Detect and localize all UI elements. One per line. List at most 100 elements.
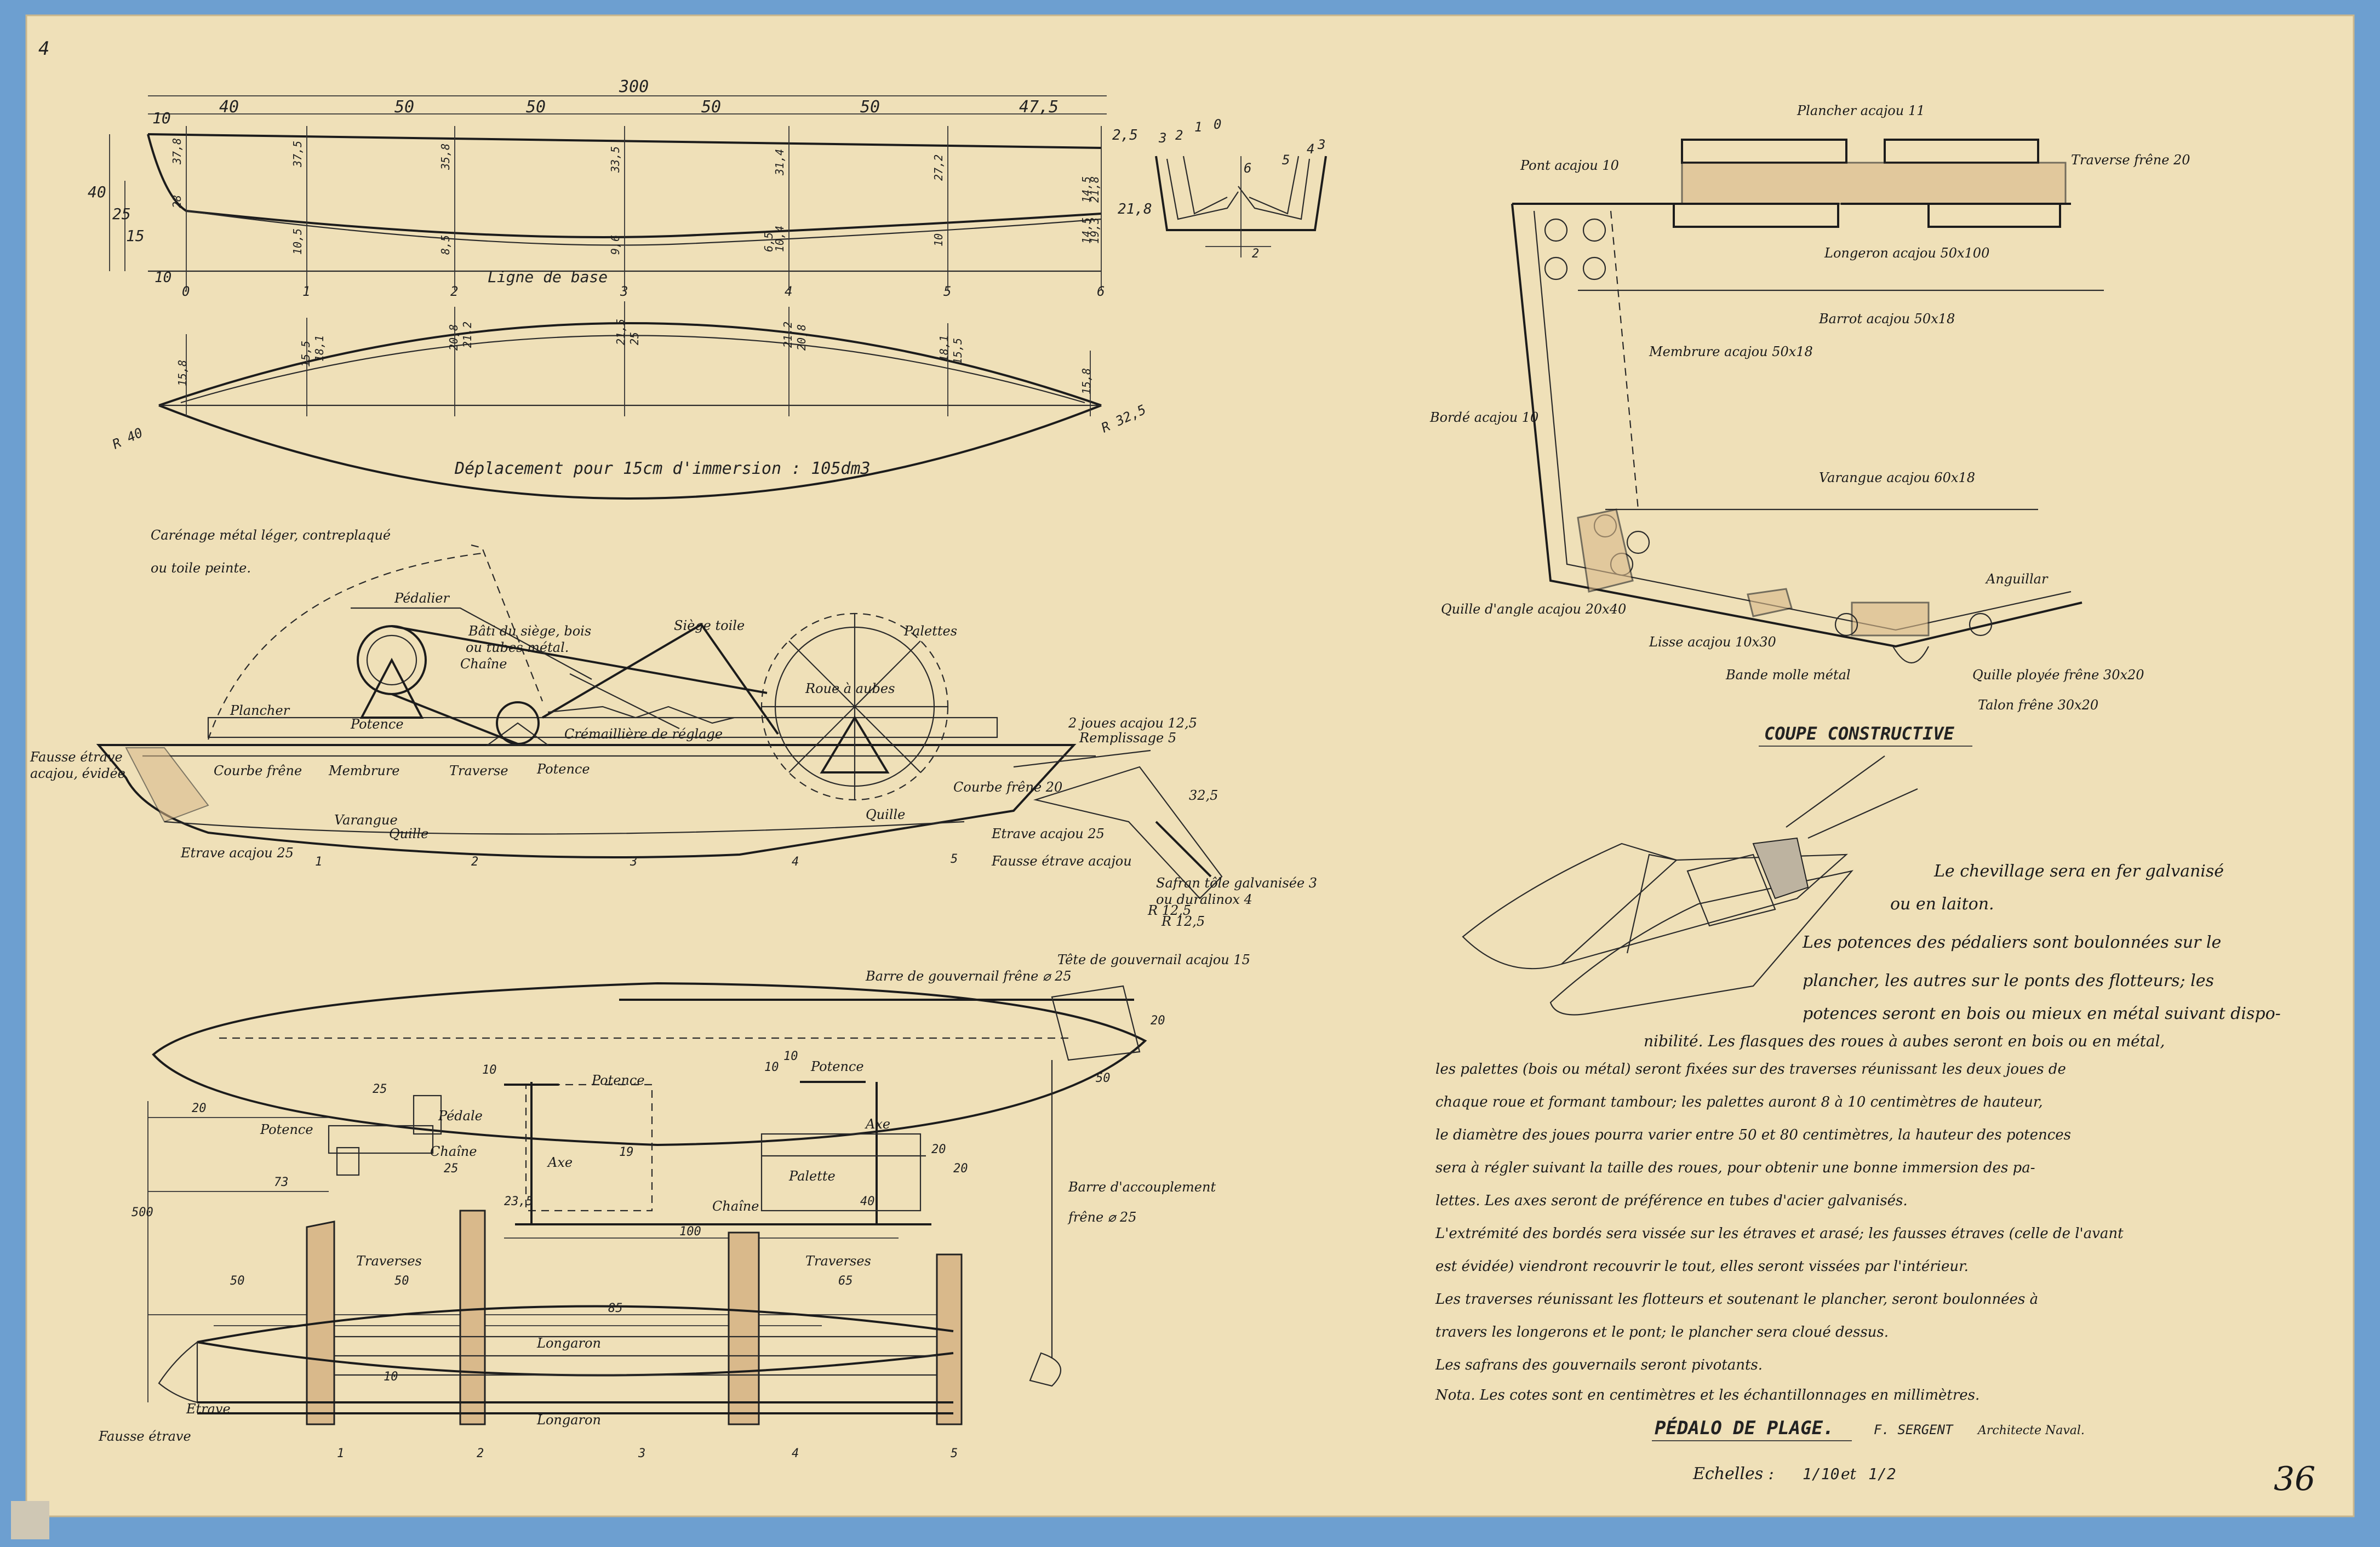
- paper-sheet: [25, 14, 2355, 1517]
- profile-view: 300 10 40 50 50 50 50 47,5 Ligne de base…: [88, 77, 1152, 299]
- station-label: 1: [302, 284, 310, 299]
- ordinate-label: 9,6: [609, 235, 622, 255]
- station-label: 0: [182, 284, 190, 299]
- dim-label: 10: [384, 1370, 398, 1384]
- station-label: 3: [630, 855, 637, 869]
- dim-label: 20: [192, 1102, 207, 1115]
- ordinate-label: 25: [628, 332, 641, 345]
- ordinate-label: 18,1: [937, 335, 951, 362]
- body-plan-label: 4: [1307, 141, 1314, 157]
- note-line: nibilité. Les flasques des roues à aubes…: [1644, 1032, 2165, 1050]
- dim-label: 10: [482, 1063, 497, 1077]
- section-label: Longeron acajou 50x100: [1824, 245, 1989, 261]
- elevation-label: Varangue: [334, 812, 398, 828]
- notes-block: Le chevillage sera en fer galvanisé ou e…: [1435, 862, 2281, 1403]
- deck-plank: [207, 717, 998, 738]
- dim-label: 65: [838, 1274, 853, 1288]
- plan-label: Longaron: [536, 1412, 601, 1428]
- body-plan-label: 5: [1282, 152, 1290, 168]
- dim-label: 40: [219, 98, 239, 117]
- hull-bottom-line: [147, 134, 1102, 238]
- elevation-label: R 12,5: [1161, 914, 1205, 929]
- ordinate-label: 15,5: [299, 341, 312, 367]
- plan-label: frêne ⌀ 25: [1067, 1210, 1136, 1225]
- scale-join: et: [1841, 1465, 1857, 1483]
- plan-label: Potence: [260, 1122, 313, 1137]
- dim-label: 50: [701, 98, 721, 117]
- plan-label: Etrave: [186, 1401, 231, 1417]
- plan-label: Axe: [865, 1116, 890, 1132]
- traverse-post: [459, 1210, 486, 1425]
- section-label: Bordé acajou 10: [1429, 410, 1538, 425]
- displacement-note: Déplacement pour 15cm d'immersion : 105d…: [454, 459, 871, 478]
- elevation-label: R 12,5: [1147, 903, 1191, 918]
- dim-label: 10: [764, 1061, 779, 1074]
- plan-bottom-view: Tête de gouvernail acajou 15 Barre de go…: [98, 952, 1250, 1460]
- elevation-label: Quille: [389, 826, 428, 841]
- note-line: Les safrans des gouvernails seront pivot…: [1435, 1357, 1763, 1373]
- plan-label: Potence: [591, 1073, 645, 1088]
- elevation-label: Crémaillière de réglage: [564, 726, 723, 742]
- body-plan-label: 3: [1158, 130, 1166, 146]
- station-label: 5: [943, 284, 951, 299]
- elevation-label: Etrave acajou 25: [991, 826, 1105, 841]
- dim-label: 50: [230, 1274, 245, 1288]
- ordinate-label: 8,5: [439, 235, 452, 255]
- note-line: les palettes (bois ou métal) seront fixé…: [1435, 1061, 2066, 1078]
- dim-label: 47,5: [1019, 98, 1059, 117]
- elevation-label: acajou, évidée: [30, 766, 125, 781]
- overall-length: 300: [619, 77, 649, 96]
- drawing-title: PÉDALO DE PLAGE.: [1655, 1417, 1834, 1439]
- station-label: 4: [785, 284, 792, 299]
- ordinate-label: 19,3: [1088, 217, 1101, 244]
- body-plan-label: 3: [1317, 137, 1325, 152]
- scale-value: 1/2: [1868, 1465, 1896, 1483]
- dim-label: 2,5: [1112, 127, 1138, 144]
- section-label: Varangue acajou 60x18: [1819, 470, 1975, 485]
- float-hull: [96, 744, 1077, 858]
- ordinate-label: 33,5: [609, 146, 622, 173]
- elevation-label: Quille: [866, 807, 905, 822]
- ordinate-label: 21,5: [614, 319, 627, 345]
- dim-label: 19: [619, 1145, 634, 1159]
- ordinate-label: 14,5: [1080, 176, 1093, 203]
- body-plan-label: 2: [1252, 247, 1259, 261]
- station-label: 1: [337, 1447, 344, 1460]
- rudder-blade: [1033, 766, 1223, 899]
- section-label: Quille ployée frêne 30x20: [1972, 667, 2144, 683]
- ordinate-label: 10,4: [773, 226, 786, 252]
- section-label: Lisse acajou 10x30: [1649, 634, 1776, 650]
- elevation-label: Bâti du siège, bois: [468, 623, 591, 639]
- elevation-label: Potence: [350, 717, 404, 732]
- deck-edge-lower: [158, 404, 1102, 500]
- float-top-plan: [152, 982, 1147, 1147]
- section-label: Membrure acajou 50x18: [1649, 344, 1813, 359]
- ordinate-label: 31,4: [773, 149, 786, 176]
- station-label: 3: [620, 284, 628, 299]
- fairing-outline: [207, 552, 483, 740]
- ordinate-label: 21,2: [781, 322, 794, 348]
- note-line: lettes. Les axes seront de préférence en…: [1435, 1193, 1908, 1209]
- elevation-label: Pédalier: [394, 591, 450, 606]
- section-label: Traverse frêne 20: [2071, 152, 2190, 168]
- section-label: Quille d'angle acajou 20x40: [1441, 601, 1626, 617]
- ordinate-label: 35,8: [439, 144, 452, 170]
- dim-label: 50: [860, 98, 880, 117]
- station-label: 3: [638, 1447, 645, 1460]
- elevation-label: Siège toile: [674, 618, 745, 633]
- plan-label: Traverses: [805, 1253, 871, 1269]
- base-line-label: Ligne de base: [488, 268, 608, 286]
- dim-label: 10: [783, 1050, 798, 1063]
- elevation-label: Safran tôle galvanisée 3: [1156, 875, 1317, 891]
- scale-value: 1/10: [1803, 1465, 1839, 1483]
- elevation-label: Remplissage 5: [1079, 730, 1176, 746]
- author-name: F. SERGENT: [1874, 1422, 1954, 1437]
- station-label: 4: [792, 855, 799, 869]
- note-line: travers les longerons et le pont; le pla…: [1435, 1324, 1889, 1340]
- ordinate-label: 37,5: [291, 141, 304, 168]
- dim-label: 15: [126, 227, 145, 245]
- station-label: 5: [951, 1447, 958, 1460]
- dim-label: 20: [1151, 1014, 1165, 1028]
- station-label: 2: [471, 855, 478, 869]
